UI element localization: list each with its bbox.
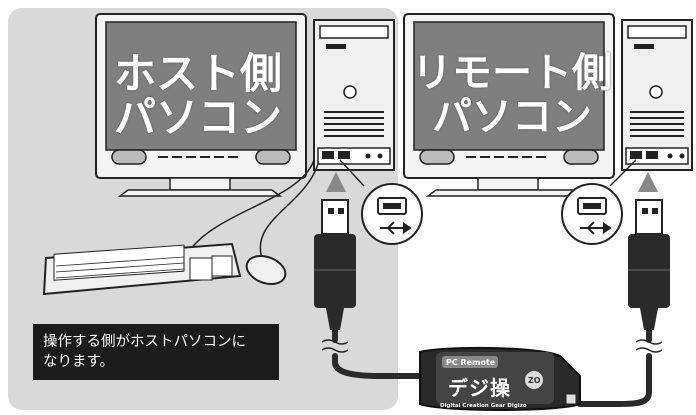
device-tagline: Digital Creation Gear Digizo — [440, 403, 527, 409]
remote-label-line2: パソコン — [432, 94, 592, 140]
usb-icon — [580, 221, 612, 235]
link-cable — [332, 327, 652, 407]
host-cables — [189, 159, 319, 259]
device-logo: デジ操 — [448, 376, 511, 400]
up-arrow-icon — [326, 172, 346, 192]
note-box: 操作する側がホストパソコンに なります。 — [33, 324, 279, 380]
remote-tower — [621, 19, 693, 171]
usb-icon — [380, 221, 412, 235]
cable-break-marks — [321, 339, 663, 353]
host-usb-callout — [339, 159, 423, 245]
host-keyboard — [42, 242, 242, 296]
digizo-device — [419, 346, 581, 411]
up-arrow-icon — [638, 172, 658, 192]
host-label-line2: パソコン — [113, 93, 282, 142]
host-usb-plug — [314, 199, 356, 330]
remote-usb-callout — [561, 159, 637, 245]
host-mouse — [245, 254, 287, 286]
host-tower — [313, 19, 395, 171]
note-line1: 操作する側がホストパソコンに — [43, 334, 246, 350]
device-logo-suffix: ZO — [528, 376, 541, 385]
note-line2: なります。 — [43, 354, 115, 370]
remote-monitor — [403, 13, 615, 197]
host-label-line1: ホスト側 — [113, 49, 282, 98]
remote-label-line1: リモート側 — [412, 50, 612, 96]
remote-usb-plug — [628, 199, 670, 330]
host-monitor — [95, 13, 307, 197]
device-badge: PC Remote — [446, 358, 496, 367]
